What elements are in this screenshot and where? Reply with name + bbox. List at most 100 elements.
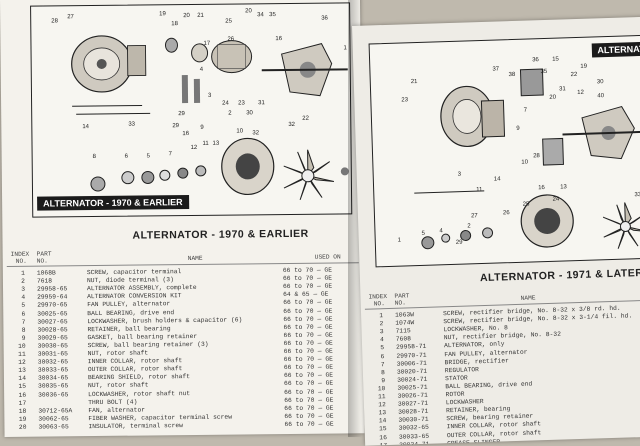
callout-number: 36 xyxy=(532,57,540,63)
callout-number: 7 xyxy=(169,151,173,157)
cell-name: SCREW, ball bearing retainer (3) xyxy=(87,340,209,349)
cell-part-no: 30020-71 xyxy=(396,367,428,376)
cell-index: 3 xyxy=(379,328,384,336)
callout-number: 12 xyxy=(191,145,198,151)
cell-index: 8 xyxy=(381,368,386,376)
callout-number: 12 xyxy=(577,90,585,96)
cell-index: 16 xyxy=(18,391,27,399)
cell-name: THRU BOLT (4) xyxy=(88,398,138,406)
cell-part-no: 30032-65 xyxy=(398,424,429,433)
callout-number: 18 xyxy=(171,21,178,27)
section-title: ALTERNATOR - 1971 & LATER xyxy=(479,266,640,285)
callout-number: 13 xyxy=(212,141,219,147)
cell-name: LOCKWASHER, rotor shaft nut xyxy=(88,389,191,398)
cell-part-no: 30029-65 xyxy=(37,334,68,342)
diagram-banner: ALTERNATOR - 1970 & EARLIER xyxy=(37,195,189,211)
cell-part-no: 29958-65 xyxy=(36,285,68,293)
cell-part-no: 30026-71 xyxy=(397,391,428,400)
cell-part-no: 30063-65 xyxy=(38,423,69,431)
cell-used-on: 66 to 70 — GE xyxy=(284,404,334,412)
callout-number: 38 xyxy=(509,72,517,78)
callout-number: 24 xyxy=(222,101,229,107)
cell-name: FIBER WASHER, capacitor terminal screw xyxy=(88,413,233,422)
cell-name: BEARING SHIELD, rotor shaft xyxy=(87,373,191,382)
cell-part-no: 30062-65 xyxy=(38,415,69,423)
cell-name: REGULATOR xyxy=(444,365,479,374)
cell-part-no: 30025-65 xyxy=(37,309,68,318)
cell-name: NUT, diode terminal (3) xyxy=(86,276,174,285)
cell-index: 14 xyxy=(378,417,387,425)
callout-number: 24 xyxy=(552,197,560,203)
cell-part-no: 1068B xyxy=(36,269,56,277)
callout-number: 19 xyxy=(159,11,166,17)
callout-number: 2 xyxy=(467,223,471,229)
cell-index: 19 xyxy=(18,415,27,423)
cell-name: INSULATOR, terminal screw xyxy=(88,421,183,430)
callout-number: 31 xyxy=(258,100,265,106)
cell-index: 17 xyxy=(379,441,388,446)
cell-name: SCREW, capacitor terminal xyxy=(86,268,182,277)
cell-index: 16 xyxy=(379,433,388,441)
cell-index: 11 xyxy=(377,393,386,401)
cell-name: ALTERNATOR ASSEMBLY, complete xyxy=(86,284,197,293)
callout-number: 9 xyxy=(516,126,520,132)
cell-index: 2 xyxy=(21,277,25,285)
cell-name: LOCKWASHER xyxy=(445,398,484,407)
callout-number: 23 xyxy=(238,100,245,106)
cell-name: GREASE SLINGER xyxy=(447,438,501,446)
cell-part-no: 30033-65 xyxy=(398,432,430,441)
callout-number: 16 xyxy=(538,185,546,191)
cell-index: 7 xyxy=(21,318,26,326)
cell-index: 9 xyxy=(381,376,386,385)
cell-part-no: 29959-64 xyxy=(37,293,68,301)
callout-number: 35 xyxy=(540,69,548,75)
cell-name: NUT, rotor shaft xyxy=(88,381,149,390)
col-name-header: NAME xyxy=(187,254,203,263)
cell-used-on: 64 & 65 — GE xyxy=(283,290,329,299)
cell-name: NUT, rotor shaft xyxy=(87,349,149,358)
cell-index: 12 xyxy=(378,401,387,409)
callout-number: 9 xyxy=(200,125,204,131)
cell-used-on: 66 to 70 — GE xyxy=(283,347,333,356)
callout-number: 14 xyxy=(82,124,89,130)
callout-number: 8 xyxy=(93,154,97,160)
cell-name: INNER COLLAR, rotor shaft xyxy=(87,357,183,366)
cell-index: 7 xyxy=(380,360,385,368)
callout-number: 3 xyxy=(208,93,212,99)
callout-number: 29 xyxy=(178,111,185,117)
cell-part-no: 1074W xyxy=(395,319,415,327)
callout-number: 6 xyxy=(125,154,129,160)
cell-part-no: 30032-65 xyxy=(37,358,69,366)
cell-part-no: 30028-71 xyxy=(398,407,429,416)
cell-index: 13 xyxy=(378,409,387,417)
cell-name: GASKET, ball bearing retainer xyxy=(87,332,198,341)
cell-used-on: 66 to 70 — GE xyxy=(283,323,333,331)
cell-index: 3 xyxy=(21,285,26,293)
callout-number: 32 xyxy=(288,122,295,128)
callout-number: 29 xyxy=(172,123,179,129)
cell-used-on: 66 to 70 — GE xyxy=(283,363,334,372)
cell-part-no: 30025-71 xyxy=(397,383,428,392)
callout-number: 16 xyxy=(182,131,189,137)
cell-index: 11 xyxy=(18,350,26,358)
callout-number: 33 xyxy=(128,122,135,128)
cell-part-no: 30028-65 xyxy=(37,325,68,334)
cell-used-on: 66 to 70 — GE xyxy=(283,307,333,315)
cell-part-no: 30034-71 xyxy=(399,440,430,446)
callout-number: 5 xyxy=(421,231,425,237)
cell-name: STATOR xyxy=(445,374,468,383)
callout-number: 19 xyxy=(580,64,588,70)
callout-number: 32 xyxy=(252,130,259,136)
cell-used-on: 66 to 70 — GE xyxy=(283,331,333,339)
callout-number: 25 xyxy=(523,201,531,207)
callout-number: 26 xyxy=(503,210,511,216)
cell-name: LOCKWASHER, brush holders & capacitor (6… xyxy=(87,316,243,325)
cell-used-on: 66 to 70 — GE xyxy=(283,371,334,380)
